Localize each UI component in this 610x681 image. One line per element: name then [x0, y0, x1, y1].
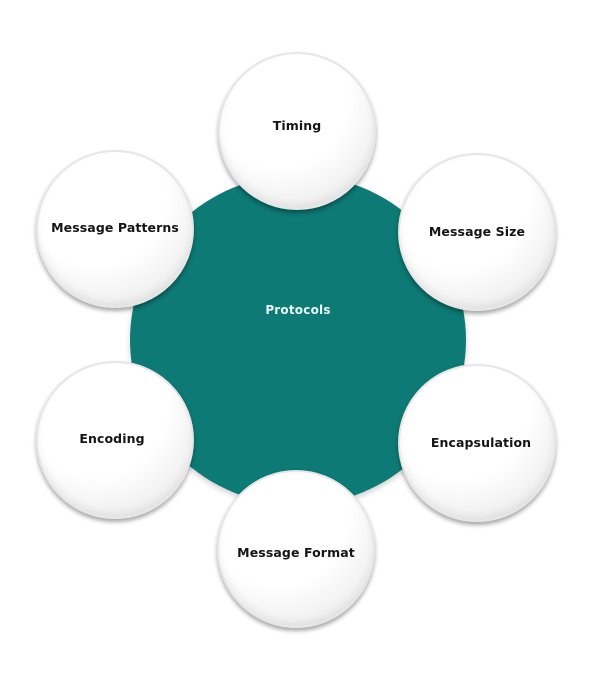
node-label-message-size: Message Size — [428, 224, 526, 239]
node-encapsulation — [398, 364, 556, 522]
node-message-format — [217, 470, 375, 628]
hub-label: Protocols — [265, 303, 331, 317]
node-label-encoding: Encoding — [79, 431, 145, 446]
node-timing — [218, 52, 376, 210]
node-label-timing: Timing — [272, 118, 322, 133]
node-encoding — [36, 361, 194, 519]
node-message-size — [398, 153, 556, 311]
node-message-patterns — [36, 150, 194, 308]
node-label-message-format: Message Format — [237, 545, 355, 560]
node-label-encapsulation: Encapsulation — [430, 435, 532, 450]
node-label-message-patterns: Message Patterns — [51, 220, 179, 235]
